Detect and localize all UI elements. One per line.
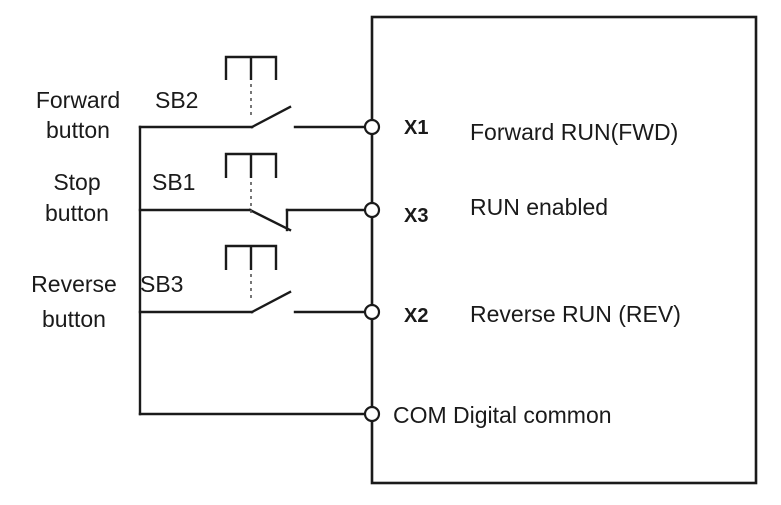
terminal-com-label: COM Digital common [393,402,612,428]
terminal-com-circle [363,405,381,423]
sb2-name-line1: Forward [36,87,120,113]
sb3-switch-symbol [138,244,367,314]
sb2-switch-symbol [138,55,367,129]
terminal-x2-id: X2 [404,305,428,327]
sb3-name-line1: Reverse [31,271,117,297]
terminal-x1-id: X1 [404,117,428,139]
terminal-x2-function: Reverse RUN (REV) [470,301,681,327]
terminal-x3-circle [363,201,381,219]
sb1-name-line2: button [45,200,109,226]
drive-terminal-block [370,15,758,485]
terminal-x3-id: X3 [404,205,428,227]
terminal-x1-circle [363,118,381,136]
sb3-name-line2: button [42,306,106,332]
sb1-name-line1: Stop [53,169,100,195]
terminal-x3-function: RUN enabled [470,194,608,220]
terminal-x2-circle [363,303,381,321]
sb2-id-label: SB2 [155,87,198,113]
sb3-id-label: SB3 [140,271,183,297]
sb2-name-line2: button [46,117,110,143]
sb1-id-label: SB1 [152,169,195,195]
sb1-switch-symbol [138,152,367,232]
terminal-x1-function: Forward RUN(FWD) [470,119,678,145]
